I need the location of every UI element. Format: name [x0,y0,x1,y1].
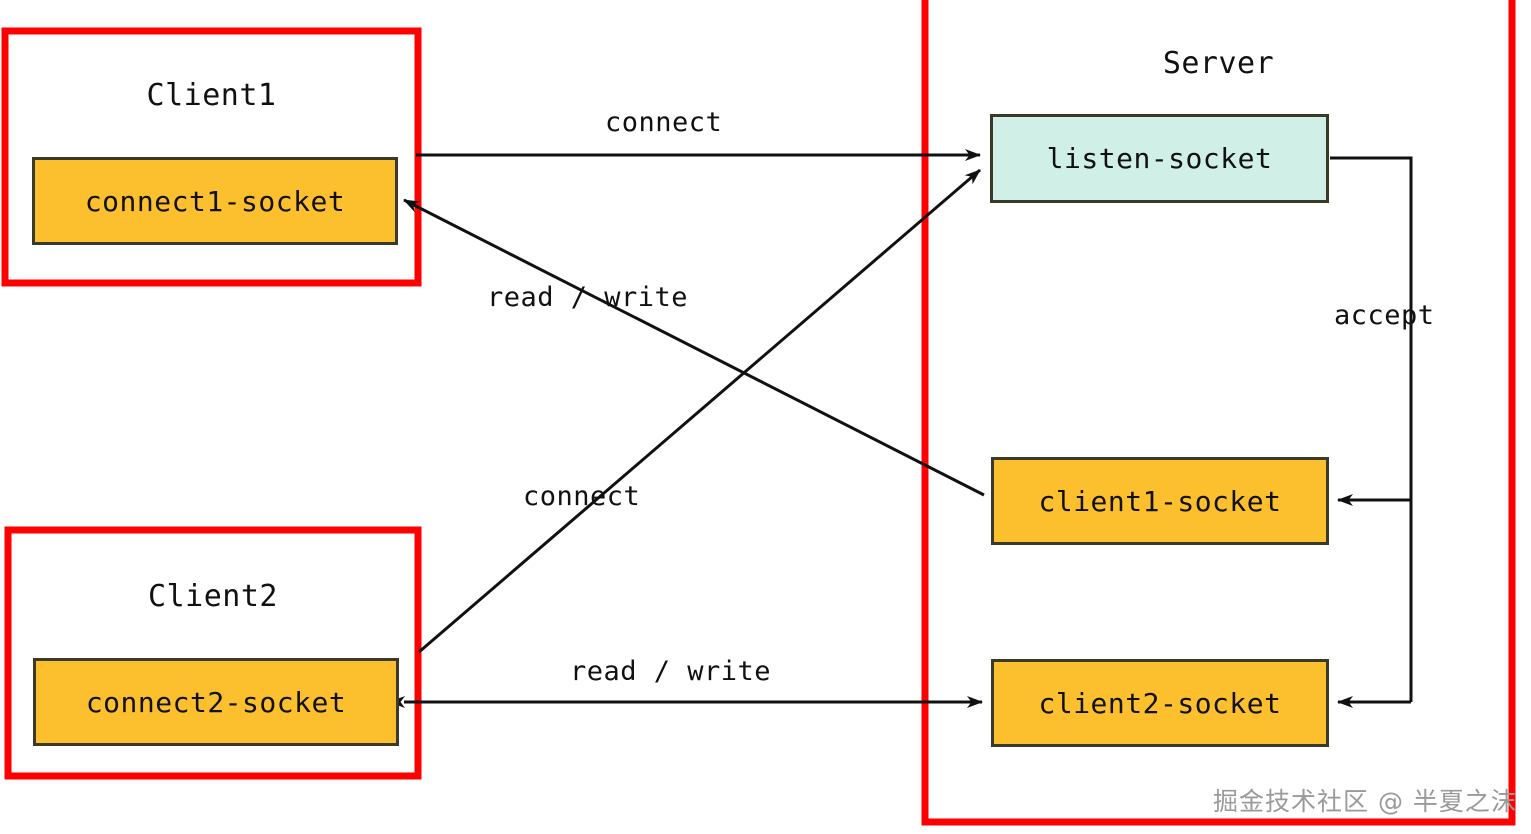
edge-label-readwrite2: read / write [570,656,772,687]
panel-client1 [1,27,422,287]
edge-label-connect1: connect [605,107,723,138]
panel-title-client1: Client1 [146,78,277,113]
panel-title-client2: Client2 [148,579,278,614]
edge-accept-trunk [1330,156,1413,702]
edge-label-readwrite1: read / write [487,282,689,313]
panel-client2 [4,526,422,780]
edge-readwrite1-arrow [403,198,985,497]
panel-title-server: Server [1162,46,1275,81]
edge-label-accept: accept [1334,300,1435,331]
node-client2-socket[interactable]: client2-socket [991,659,1329,747]
node-client1-socket[interactable]: client1-socket [991,457,1329,545]
edge-label-connect2: connect [523,481,641,512]
edge-connect2-arrow [418,168,981,654]
node-listen-socket[interactable]: listen-socket [990,114,1329,203]
watermark: 掘金技术社区 @ 半夏之沫 [1213,787,1517,816]
panel-server [921,0,1516,826]
node-connect2-socket[interactable]: connect2-socket [33,658,399,746]
node-connect1-socket[interactable]: connect1-socket [32,157,398,245]
